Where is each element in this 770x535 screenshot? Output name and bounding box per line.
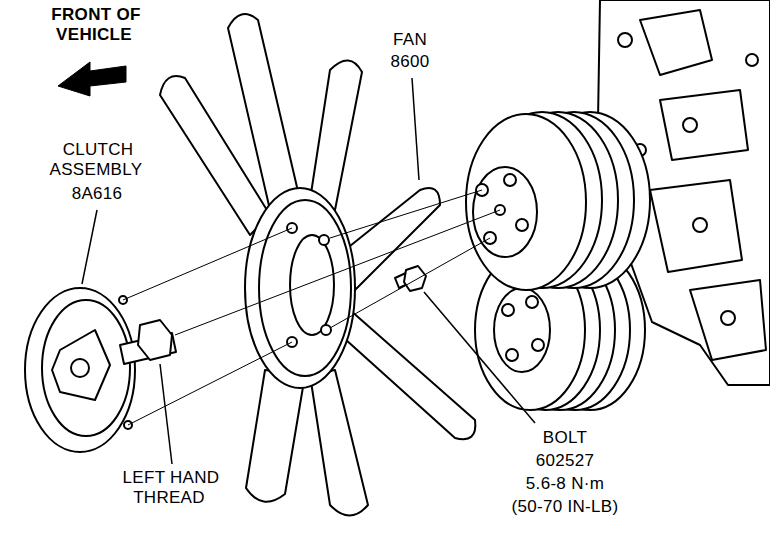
torque-spec: 5.6-8 N·m [524,474,606,494]
fan-center-hole [290,235,334,335]
fan-blade [335,310,475,439]
fan-blade [310,60,362,210]
part-number-text: 602527 [534,451,597,470]
clutch-flange [25,288,135,452]
engine-bolt [721,311,735,325]
alignment-line [128,342,292,425]
pulley-face [466,114,586,290]
leader-line [160,364,172,464]
direction-arrow [58,62,126,96]
fan-blade [160,76,270,235]
alignment-line [330,238,490,328]
hub-stud [502,304,514,316]
direction-note-text: FRONT OF VEHICLE [49,5,140,44]
bolt-head [404,266,426,291]
pulley-hub [473,167,537,257]
pulley-hub [494,288,550,372]
torque-spec-text: 5.6-8 N·m [524,474,606,493]
alignment-line [123,228,292,300]
part-name-text: FAN [391,30,429,49]
note-text: LEFT HAND THREAD [121,468,220,507]
clutch-stud [124,421,132,429]
part-name: CLUTCH ASSEMBLY [22,140,172,179]
clutch-bracket [52,330,110,400]
part-name: FAN [391,30,429,50]
engine-bolt [693,218,707,232]
torque-spec: (50-70 IN-LB) [510,497,621,517]
fan-spider [245,188,355,388]
part-number: 8600 [388,52,431,72]
engine-detail [640,10,712,75]
hub-stud [526,296,538,308]
engine-bolt [683,118,697,132]
part-name-text: BOLT [541,428,589,447]
clutch-face [42,300,130,436]
fan-spider-rim [259,200,351,376]
hub-stud [516,219,528,231]
engine-detail [690,280,766,360]
engine-detail [650,180,742,272]
alignment-line [330,190,482,238]
leader-line [412,78,419,180]
part-number: 602527 [534,451,597,471]
engine-detail [660,90,748,160]
hub-stud [532,339,544,351]
hub-stud [504,174,516,186]
note: LEFT HAND THREAD [114,468,226,507]
direction-note: FRONT OF VEHICLE [30,5,160,44]
fan-blade [246,370,305,502]
clutch-center [71,359,89,377]
clutch-nut [138,320,172,360]
part-number-text: 8600 [388,52,431,71]
engine-bolt [746,54,758,66]
alignment-line [175,210,500,335]
hub-stud [506,349,518,361]
part-number-text: 8A616 [70,184,125,203]
fan-blade [310,370,368,516]
part-name-text: CLUTCH ASSEMBLY [50,140,145,179]
part-name: BOLT [541,428,589,448]
leader-line [82,210,97,284]
engine-bolt [618,33,632,47]
fan-bolt-hole [321,325,331,335]
torque-spec-text: (50-70 IN-LB) [510,497,621,516]
fan-bolt-hole [319,235,329,245]
leader-line [424,292,535,423]
part-number: 8A616 [70,184,125,204]
